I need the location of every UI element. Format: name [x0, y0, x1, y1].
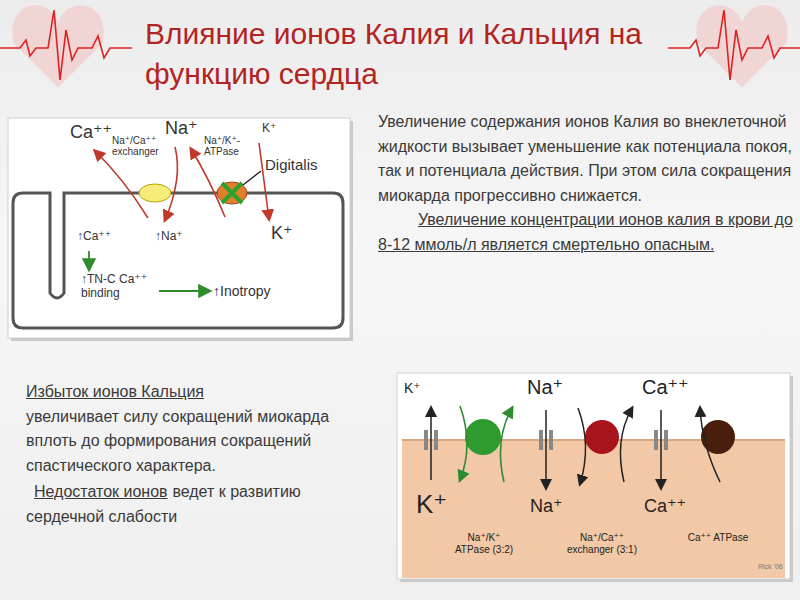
illustration-part	[460, 406, 467, 480]
ion-label: ↑TN-C Ca⁺⁺ binding	[81, 273, 155, 301]
ion-label: ↑Na⁺	[155, 230, 183, 244]
ion-label: Ca⁺⁺	[642, 376, 689, 399]
illustration-part	[430, 408, 432, 480]
text-block: Увеличение содержания ионов Калия во вне…	[378, 110, 794, 257]
heart-ecg-right	[668, 5, 800, 87]
watermark: Rick '06	[758, 563, 783, 571]
illustration-part	[139, 184, 171, 202]
illustration-part	[500, 408, 512, 482]
paragraph: Увеличение содержания ионов Калия во вне…	[378, 110, 794, 208]
illustration-part	[12, 5, 103, 87]
illustration-part	[402, 440, 785, 578]
cell-outline: ↑Ca⁺⁺ ↑Na⁺ ↑TN-C Ca⁺⁺ binding ↑Inotropy K⁺	[13, 193, 343, 328]
illustration-part	[397, 373, 790, 579]
illustration-part	[465, 419, 501, 455]
ion-label: Ca⁺⁺	[644, 496, 686, 517]
ion-label: Na⁺	[165, 118, 198, 139]
paragraph: увеличивает силу сокращений миокарда впл…	[26, 405, 368, 479]
cell-membrane-region: K⁺ Na⁺ Ca⁺⁺ Na⁺/K⁺ ATPase (3:2) Na⁺/Ca⁺⁺ exc…	[402, 440, 785, 578]
illustration-part	[696, 5, 787, 87]
illustration-part	[259, 143, 269, 219]
illustration-part	[243, 171, 261, 185]
illustration-part	[620, 408, 632, 482]
illustration-part	[660, 410, 662, 488]
illustration-part	[191, 149, 225, 217]
heart-ecg-left	[0, 5, 132, 87]
text-block: Недостаток ионовведет к развитию сердечн…	[26, 480, 368, 529]
paragraph-heading: Избыток ионов Кальция	[26, 380, 368, 405]
illustration-part	[0, 10, 132, 80]
ion-label: ↑Inotropy	[213, 283, 271, 299]
illustration-part	[222, 183, 242, 203]
drug-label: Digitalis	[265, 156, 318, 173]
illustration-part	[578, 408, 586, 484]
cell-illustration	[402, 440, 785, 578]
pump-name: Na⁺/Ca⁺⁺ exchanger	[112, 135, 170, 157]
ion-label: K⁺	[404, 380, 421, 396]
text-block: Избыток ионов Кальцияувеличивает силу со…	[26, 380, 368, 478]
illustration-part	[701, 420, 735, 454]
cell-illustration	[13, 193, 343, 328]
illustration-part	[8, 118, 350, 338]
ion-label: Ca⁺⁺ ATPase	[686, 532, 750, 544]
ion-label: K⁺	[262, 122, 276, 136]
illustration-part	[165, 147, 177, 220]
illustration-part	[585, 420, 619, 454]
ion-label: K⁺	[271, 223, 293, 244]
illustration-part	[545, 410, 547, 488]
ion-label: ↑Ca⁺⁺	[77, 230, 111, 244]
illustration-part	[95, 151, 148, 218]
slide-title: Влияние ионов Калия и Кальция на функцию…	[145, 14, 645, 94]
ion-label: K⁺	[416, 490, 447, 520]
paragraph-heading: Недостаток ионов	[34, 483, 168, 500]
ion-label: Na⁺/Ca⁺⁺ exchanger (3:1)	[560, 532, 644, 555]
illustration-part	[668, 10, 800, 80]
ion-label: Na⁺	[527, 376, 563, 399]
illustration-part	[217, 182, 247, 204]
illustration-part	[700, 408, 720, 482]
ion-label: Na⁺	[530, 496, 563, 517]
ion-label: Ca⁺⁺	[70, 122, 112, 143]
pump-name: Na⁺/K⁺- ATPase	[204, 135, 252, 157]
paragraph: Увеличение концентрации ионов калия в кр…	[378, 208, 794, 257]
illustration-part	[13, 193, 343, 328]
illustration-part	[159, 290, 209, 292]
illustration-part	[88, 251, 90, 269]
ion-label: Na⁺/K⁺ ATPase (3:2)	[452, 532, 516, 555]
